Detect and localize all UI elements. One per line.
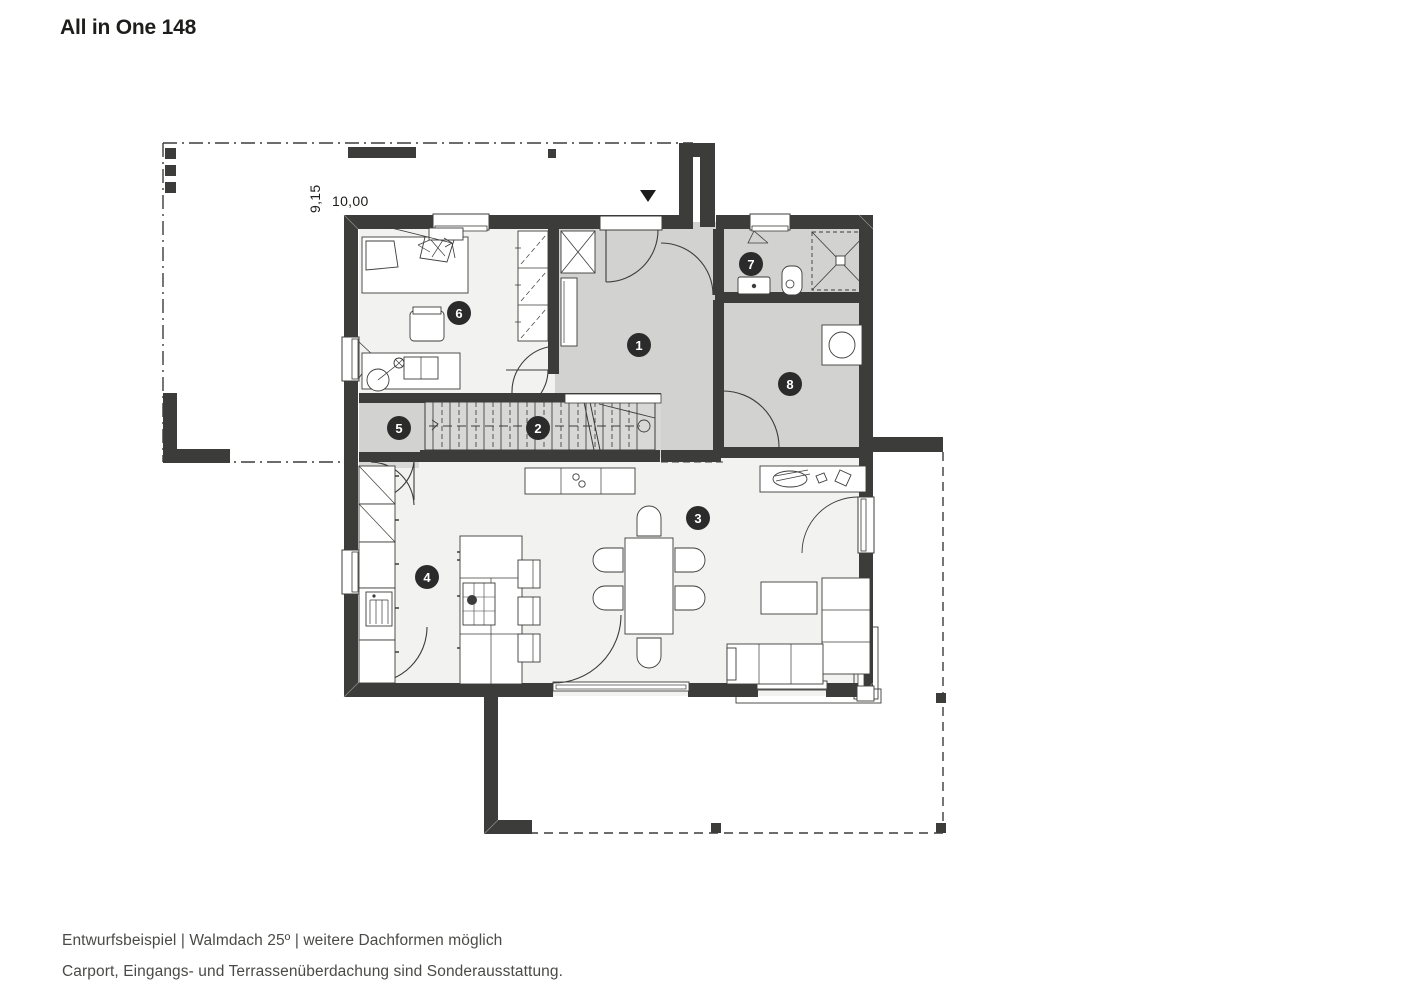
wall-mitres [343, 214, 874, 835]
room-badge-diele-flur[interactable]: 1 [627, 333, 651, 357]
window-wc [747, 213, 791, 244]
terrace-markers [711, 693, 946, 833]
kitchen-island [457, 535, 523, 685]
carport-post-mid [548, 149, 556, 158]
footer-notes: Entwurfsbeispiel | Walmdach 25º | weiter… [62, 925, 563, 987]
living-sofa [726, 577, 871, 685]
footer-line-1: Entwurfsbeispiel | Walmdach 25º | weiter… [62, 932, 503, 949]
footer-line-2: Carport, Eingangs- und Terrassenüberdach… [62, 963, 564, 980]
room-badge-zimmer[interactable]: 6 [447, 301, 471, 325]
dimension-width: 10,00 [332, 193, 369, 209]
door-terrace-right [801, 496, 875, 554]
north-arrow-icon [640, 190, 656, 202]
coffee-table [760, 581, 818, 615]
bar-stools [517, 559, 541, 663]
furniture-wc [737, 265, 803, 296]
room-badge-hauswirtschaft[interactable]: 8 [778, 372, 802, 396]
carport-beam [348, 147, 416, 158]
dining-table [592, 505, 706, 669]
room-badge-treppe[interactable]: 2 [526, 416, 550, 440]
dimension-depth: 9,15 [307, 184, 323, 213]
room-badge-gaeste-wc[interactable]: 7 [739, 252, 763, 276]
entry-door-panel [599, 215, 663, 231]
page-title: All in One 148 [60, 16, 197, 39]
kitchen-cabinets-left [358, 465, 399, 684]
kitchen-counter-sink [524, 467, 636, 495]
furniture-utility [821, 324, 863, 366]
wardrobe-bedroom [515, 230, 549, 342]
room-badge-wohn-essbereich[interactable]: 3 [686, 506, 710, 530]
carport-corner-wall [163, 393, 230, 463]
dimension-leader [350, 217, 456, 259]
sideboard-decor [759, 465, 867, 493]
furniture-bedroom [361, 227, 469, 392]
room-badge-kueche[interactable]: 4 [415, 565, 439, 589]
shower-cabin [811, 231, 869, 291]
room-badge-abstellraum[interactable]: 5 [387, 416, 411, 440]
closet-hall [560, 230, 596, 347]
carport-posts [165, 148, 176, 193]
window-living-bottom [552, 681, 690, 692]
